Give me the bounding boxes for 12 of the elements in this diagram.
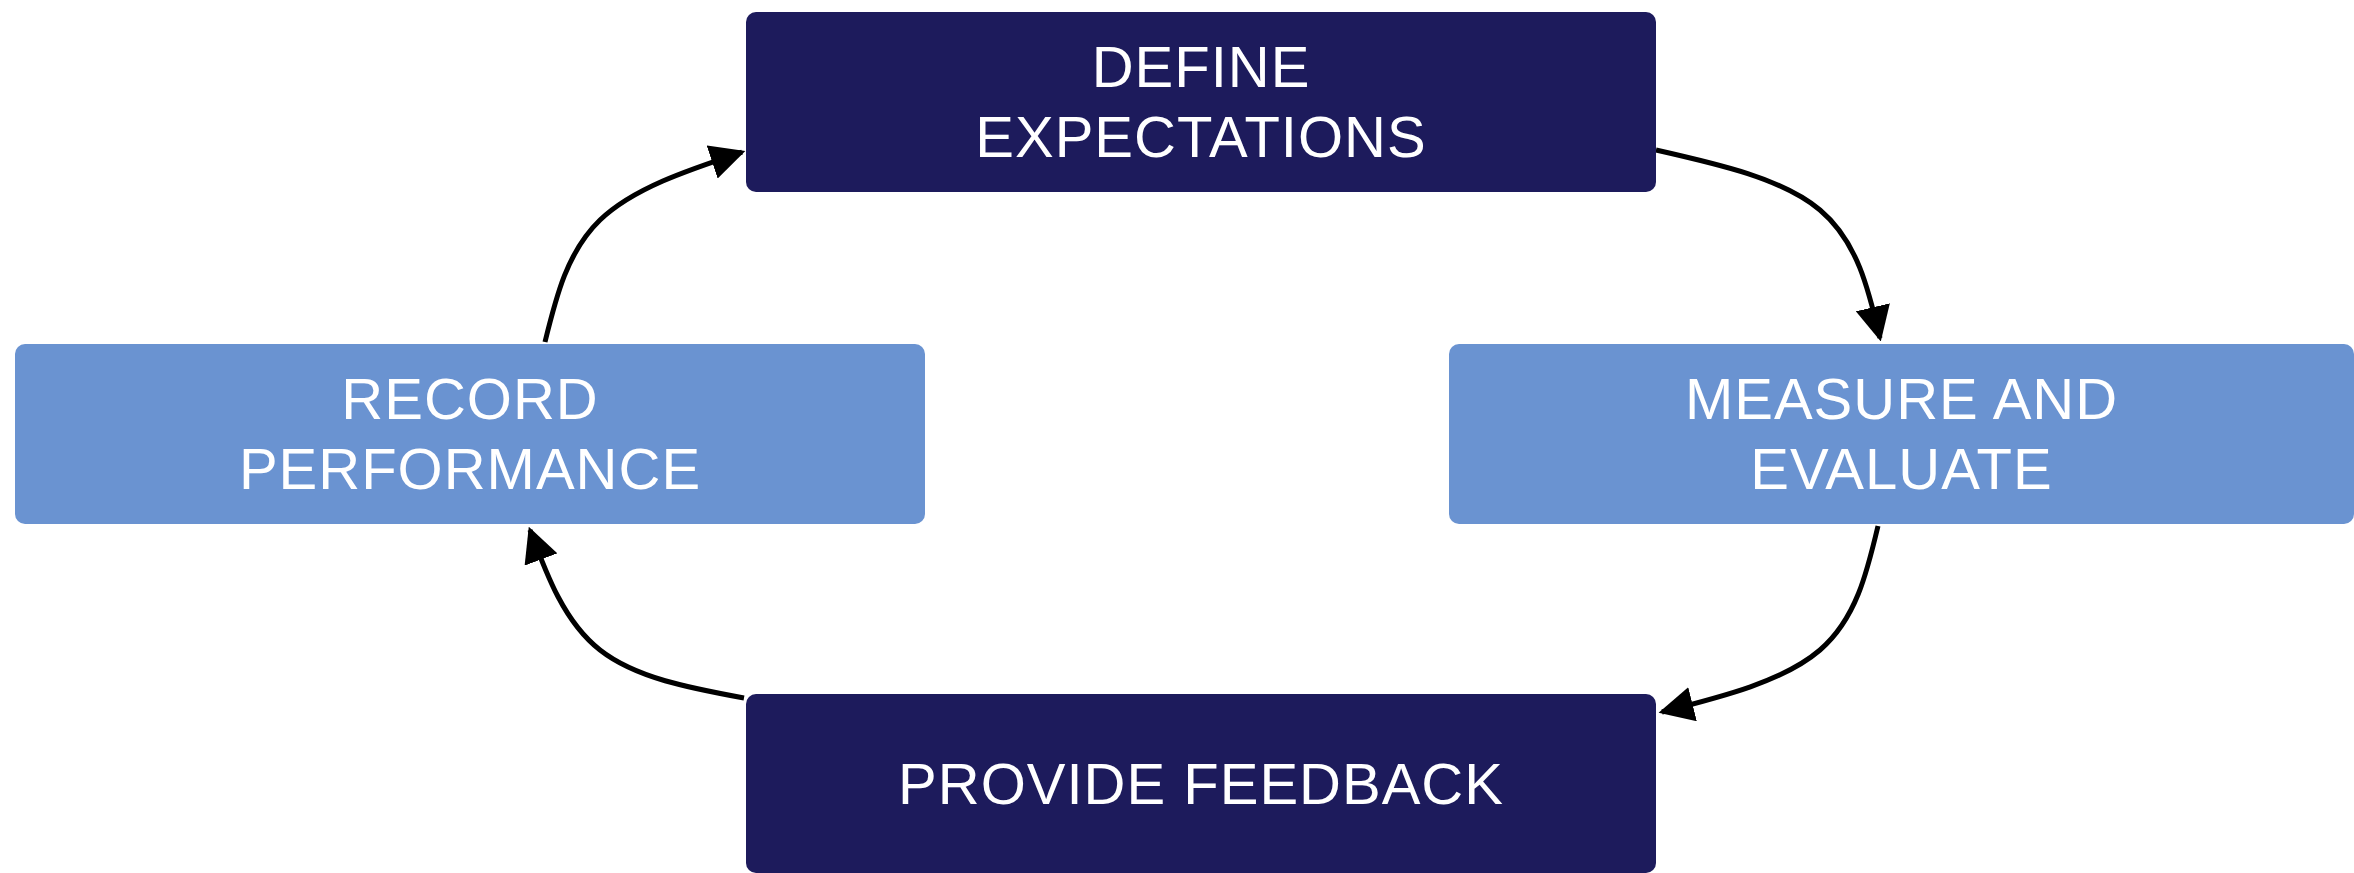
process-box <box>746 12 1656 192</box>
step-label: MEASURE AND EVALUATE <box>1683 365 2120 503</box>
process-box <box>1449 344 2354 524</box>
step-label: RECORD PERFORMANCE <box>237 365 703 503</box>
cycle-arrow <box>542 145 746 343</box>
process-box <box>15 344 925 524</box>
cycle-arrow <box>1655 147 1890 342</box>
step-label: PROVIDE FEEDBACK <box>898 749 1504 818</box>
process-box <box>746 694 1656 873</box>
step-label: DEFINE EXPECTATIONS <box>974 33 1428 171</box>
cycle-arrow <box>524 526 745 701</box>
cycle-arrow <box>1658 525 1881 722</box>
